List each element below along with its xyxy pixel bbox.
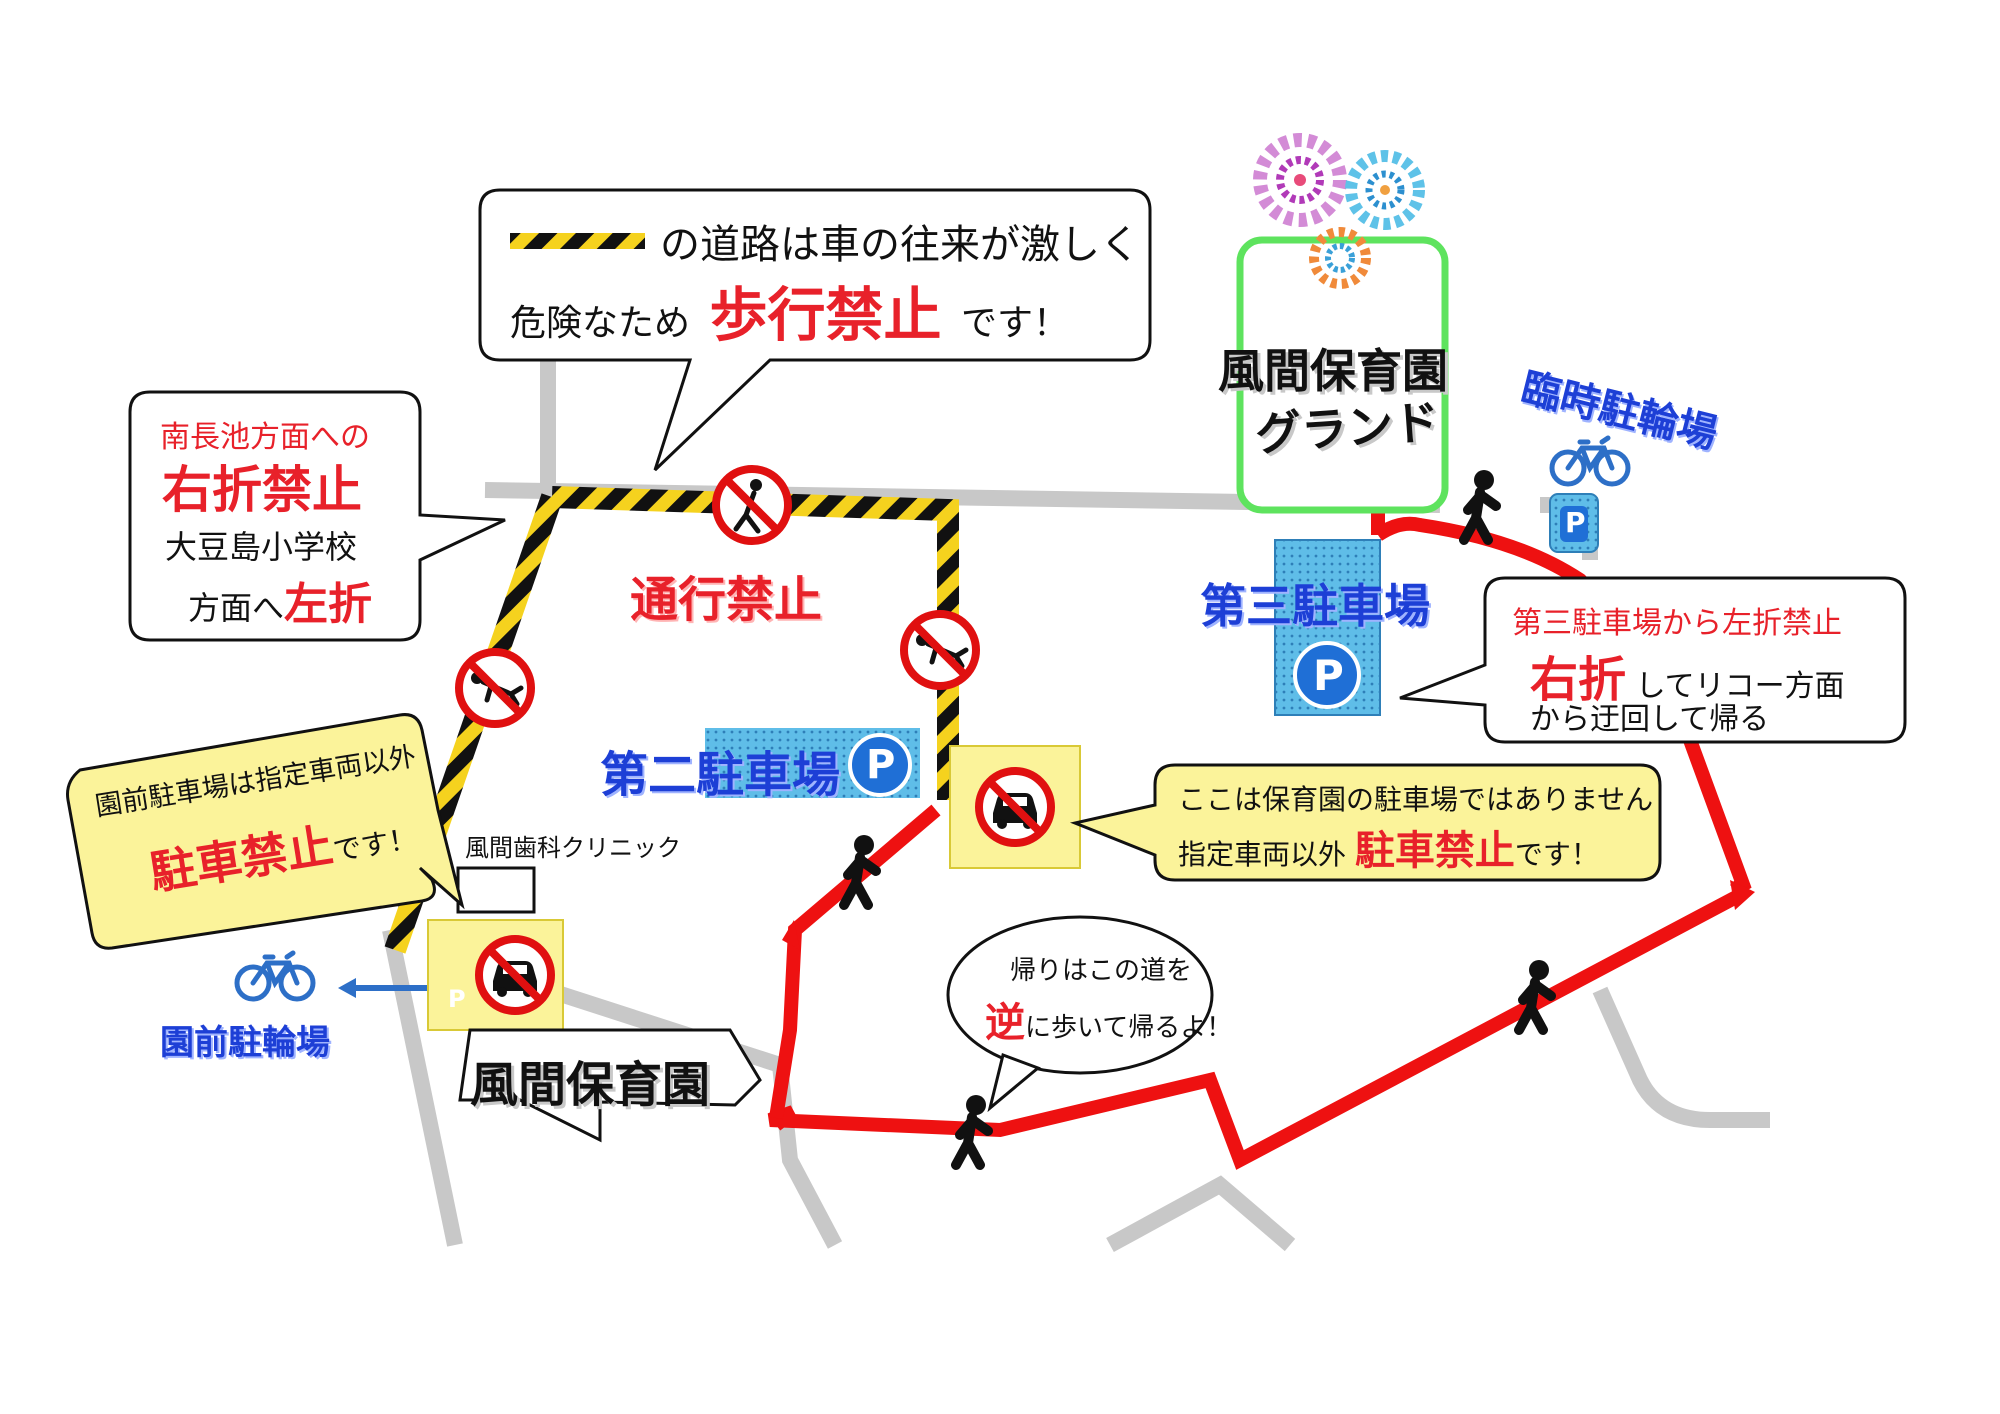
- callout-right-line1: 第三駐車場から左折禁止: [1512, 606, 1842, 641]
- callout-right-suffix: してリコー方面: [1635, 669, 1845, 704]
- hazard-legend-icon: [510, 233, 645, 249]
- callout-left-line2: 右折禁止: [162, 461, 362, 519]
- callout-left-line1: 南長池方面への: [160, 420, 370, 455]
- lot2-label: 第二駐車場: [600, 747, 841, 803]
- callout-left-emphasis: 左折: [284, 579, 373, 630]
- no-parking-car-icon: [479, 939, 551, 1011]
- no-walking-sign-icon: [904, 614, 976, 686]
- front-bicycle-label: 園前駐輪場: [160, 1023, 330, 1063]
- callout-left-line4: 方面へ左折: [188, 568, 372, 632]
- lot2-parking-glyph: P: [866, 742, 896, 788]
- ground-label-line1: 風間保育園: [1218, 344, 1448, 398]
- no-walking-sign-icon: [459, 652, 531, 724]
- pedestrian-icon: [956, 1095, 988, 1165]
- ground-label-line2: グランド: [1253, 394, 1441, 462]
- nursery-label: 風間保育園: [470, 1057, 711, 1113]
- callout-top-emphasis: 歩行禁止: [709, 281, 942, 349]
- callout-top-line2: 危険なため 歩行禁止 です！: [510, 268, 1069, 352]
- callout-left-line3: 大豆島小学校: [165, 528, 358, 566]
- callout-left-prefix: 方面へ: [188, 589, 285, 627]
- flower-fireworks-icon: [1253, 133, 1425, 289]
- callout-warning-emphasis: 駐車禁止: [1354, 828, 1515, 874]
- pedestrian-icon: [844, 835, 876, 905]
- pedestrian-icon: [1519, 960, 1551, 1030]
- callout-top-line1: の道路は車の往来が激しく: [660, 222, 1140, 268]
- callout-right-emphasis: 右折: [1530, 652, 1627, 708]
- temp-bicycle-parking-glyph: P: [1565, 506, 1586, 539]
- callout-top-suffix: です！: [960, 303, 1069, 344]
- no-parking-car-icon: [979, 771, 1051, 843]
- callout-warning-suffix: です！: [1514, 838, 1599, 871]
- clinic-label: 風間歯科クリニック: [465, 834, 681, 862]
- no-passage-label: 通行禁止: [630, 572, 823, 628]
- callout-return-emphasis: 逆: [985, 1000, 1025, 1046]
- callout-return-line1: 帰りはこの道を: [1010, 956, 1193, 986]
- callout-right-line2: 右折 してリコー方面: [1530, 640, 1845, 710]
- bicycle-icon: [1552, 438, 1628, 484]
- callout-front-suffix: です！: [330, 821, 419, 868]
- callout-return-suffix: に歩いて帰るよ！: [1025, 1013, 1233, 1043]
- callout-warning-line2: 指定車両以外 駐車禁止です！: [1178, 818, 1599, 876]
- callout-warning-prefix: 指定車両以外: [1178, 838, 1347, 871]
- callout-return-line2: 逆に歩いて帰るよ！: [985, 990, 1232, 1048]
- lot3-parking-glyph: P: [1313, 651, 1344, 700]
- callout-warning-line1: ここは保育園の駐車場ではありません: [1178, 783, 1654, 816]
- lot3-label: 第三駐車場: [1200, 579, 1430, 633]
- callout-top-prefix: 危険なため: [510, 303, 691, 344]
- front-bicycle-parking-glyph: P: [448, 985, 466, 1013]
- callout-right-line3: から迂回して帰る: [1530, 702, 1770, 737]
- no-walking-sign-icon: [716, 469, 788, 541]
- pedestrian-icon: [1464, 470, 1496, 540]
- bicycle-icon: [237, 953, 313, 999]
